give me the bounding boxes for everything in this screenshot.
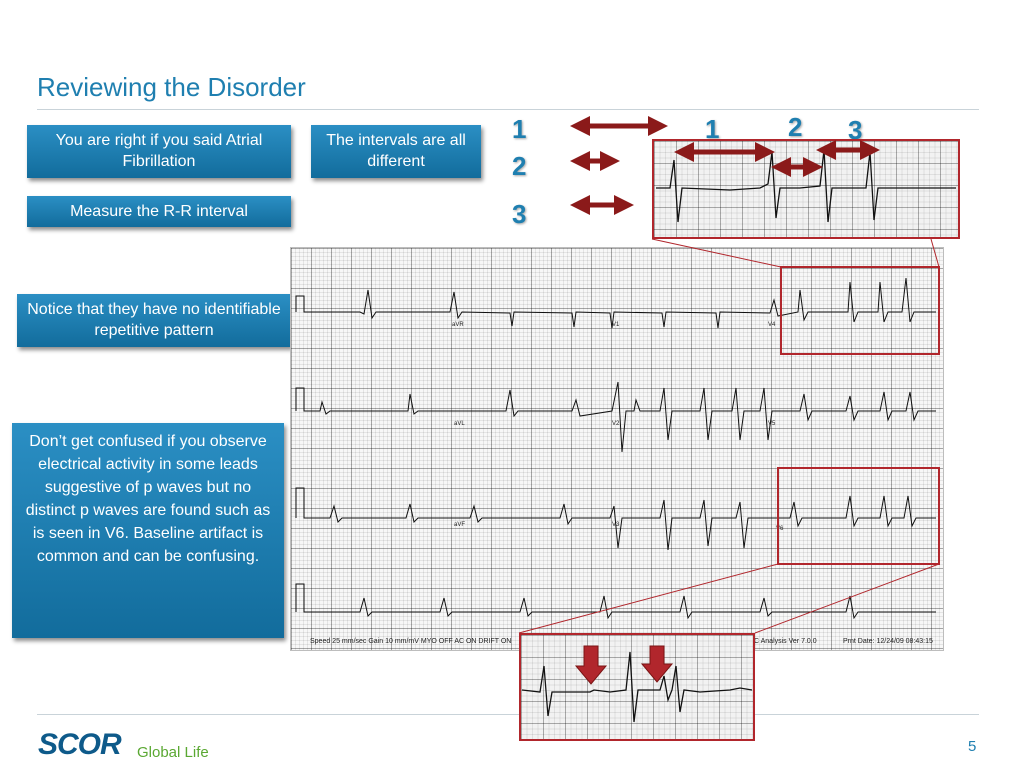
interval-number-2: 2 [512, 151, 527, 181]
interval-number-1: 1 [512, 114, 527, 144]
ecg-analysis-version: C Analysis Ver 7.0.0 [754, 638, 817, 645]
zoom-number-2: 2 [788, 112, 803, 142]
lead-label-v6: V6 [776, 526, 784, 532]
callout-atrial-fibrillation: You are right if you said Atrial Fibrill… [27, 125, 291, 178]
lead-label-v3: V3 [612, 522, 620, 528]
lead-label-v1: V1 [612, 322, 620, 328]
ecg-strip [290, 247, 944, 651]
lead-label-v4: V4 [768, 322, 776, 328]
lead-label-v2: V2 [612, 421, 620, 427]
ecg-settings-footer: Speed 25 mm/sec Gain 10 mm/mV MYO OFF AC… [310, 638, 512, 645]
callout-measure-rr: Measure the R-R interval [27, 196, 291, 227]
callout-no-pattern: Notice that they have no identifiable re… [17, 294, 291, 347]
page-number: 5 [968, 738, 977, 755]
scor-logo: SCOR [38, 728, 122, 761]
lead-label-avf: aVF [454, 522, 466, 528]
interval-number-3: 3 [512, 199, 527, 229]
ecg-print-date: Prnt Date: 12/24/09 08:43:15 [843, 638, 933, 645]
callout-intervals-different: The intervals are all different [311, 125, 481, 178]
footer-divider [37, 714, 979, 715]
title-divider [37, 109, 979, 110]
callout-p-waves-note: Don’t get confused if you observe electr… [12, 423, 284, 638]
lead-label-avr: aVR [452, 322, 464, 328]
logo-subtitle: Global Life [137, 744, 209, 761]
zoom-inset-rr [652, 139, 960, 239]
page-title: Reviewing the Disorder [37, 72, 306, 102]
lead-label-v5: V5 [768, 421, 776, 427]
lead-label-avl: aVL [454, 421, 465, 427]
zoom-inset-v6 [519, 633, 755, 741]
zoom-number-3: 3 [848, 115, 863, 145]
zoom-number-1: 1 [705, 114, 720, 144]
